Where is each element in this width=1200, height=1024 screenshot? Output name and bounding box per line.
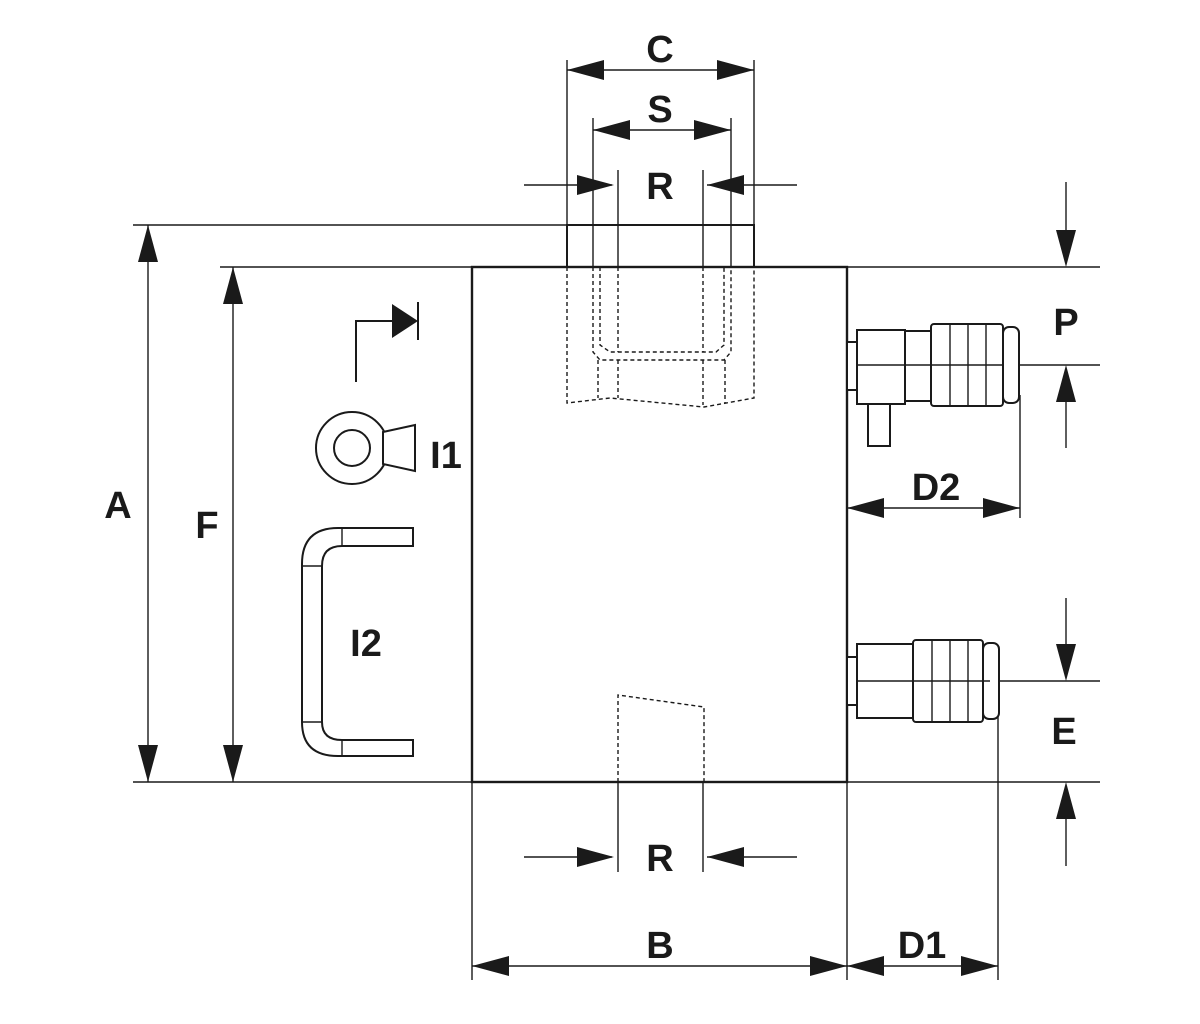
label-c: C <box>646 29 673 71</box>
eye-bolt-i1 <box>315 411 416 485</box>
label-s: S <box>647 89 672 131</box>
dimension-a <box>138 225 158 782</box>
dimension-d1 <box>847 956 998 976</box>
dimension-f <box>223 267 243 782</box>
plunger-hidden-lines <box>566 267 755 408</box>
label-i1: I1 <box>430 435 462 477</box>
dimension-b <box>472 956 847 976</box>
handle-i2 <box>301 527 414 757</box>
label-p: P <box>1053 302 1078 344</box>
base-thread-hidden <box>617 694 705 782</box>
label-a: A <box>104 485 131 527</box>
label-i2: I2 <box>350 623 382 665</box>
dimension-d2 <box>847 498 1020 518</box>
dimension-e <box>1056 598 1076 866</box>
label-e: E <box>1051 711 1076 753</box>
label-d1: D1 <box>898 925 947 967</box>
section-indicator-arrow <box>355 302 419 382</box>
dimension-r-top <box>524 175 797 195</box>
cylinder-body <box>470 265 849 784</box>
label-r-top: R <box>646 166 673 208</box>
label-r-bottom: R <box>646 838 673 880</box>
label-d2: D2 <box>912 467 961 509</box>
label-f: F <box>195 505 218 547</box>
plunger-saddle <box>566 224 755 268</box>
dimension-c <box>567 60 754 80</box>
coupler-lower-straight <box>846 639 1000 723</box>
coupler-upper-elbow <box>846 323 1020 447</box>
dimension-p <box>1056 182 1076 448</box>
dimension-r-bottom <box>524 847 797 867</box>
dimension-s <box>593 120 731 140</box>
label-b: B <box>646 925 673 967</box>
